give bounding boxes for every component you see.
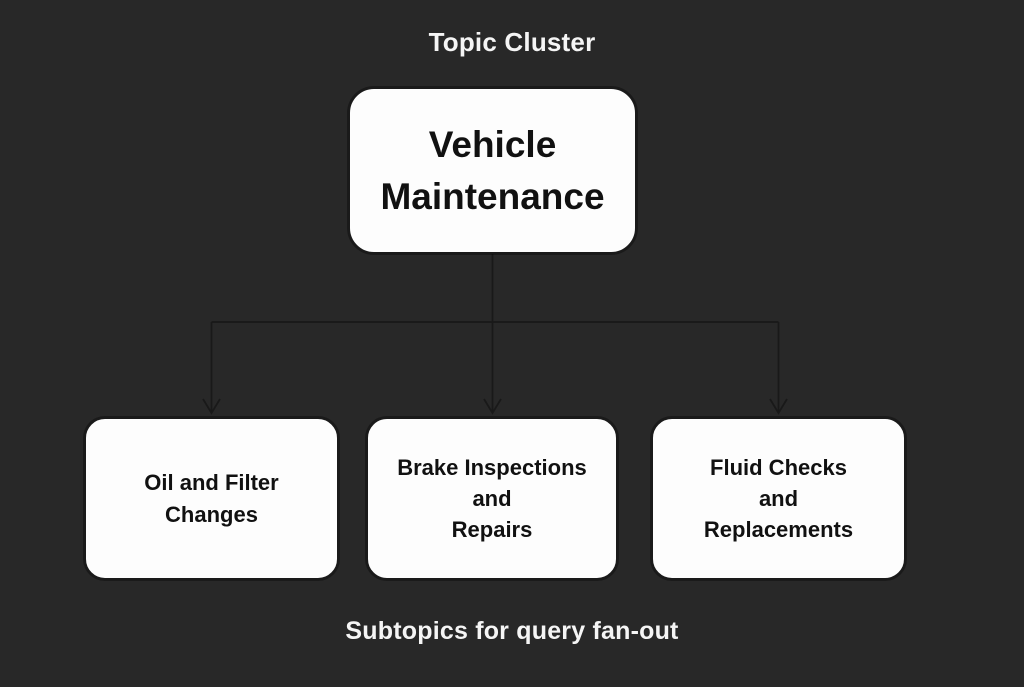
arrowhead-icon [769,398,788,415]
arrowhead-icon [202,398,221,415]
node-label-line: Replacements [703,517,854,543]
node-label-line: Fluid Checks [710,454,847,480]
node-oil-and-filter-changes: Oil and Filter Changes [84,417,339,580]
node-vehicle-maintenance: Vehicle Maintenance [348,87,637,254]
node-brake-inspections-and-repairs: Brake Inspections and Repairs [366,417,618,580]
node-label-line: Repairs [451,517,533,543]
node-fluid-checks-and-replacements: Fluid Checks and Replacements [651,417,906,580]
node-label-line: and [758,485,799,511]
node-label-line: Changes [165,501,258,527]
node-label-line: Brake Inspections [397,454,587,480]
node-label-line: Vehicle [428,124,557,166]
node-label-line: Maintenance [380,175,605,217]
node-label-line: Oil and Filter [144,470,279,496]
arrowhead-icon [483,398,502,415]
diagram-title: Topic Cluster [428,27,596,57]
node-label-line: and [472,485,512,511]
diagram-caption: Subtopics for query fan-out [345,617,679,645]
